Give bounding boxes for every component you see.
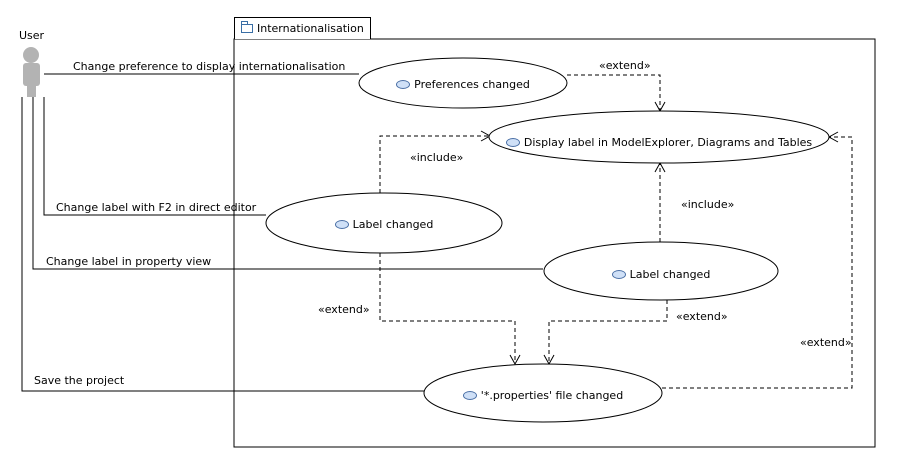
label-change-label-property: Change label in property view — [46, 255, 212, 268]
label-change-label-f2: Change label with F2 in direct editor — [56, 201, 257, 214]
stereotype-include-label2: «include» — [681, 198, 735, 211]
usecase-label-changed-2[interactable] — [543, 241, 779, 301]
extend-pref-arrow[interactable] — [567, 74, 666, 113]
stereotype-extend-properties: «extend» — [800, 336, 852, 349]
package-tab[interactable]: Internationalisation — [234, 17, 371, 39]
stereotype-extend-label2: «extend» — [676, 310, 728, 323]
usecase-label-changed-2-label: Label changed — [544, 264, 778, 284]
label-change-preference: Change preference to display internation… — [73, 60, 346, 73]
folder-icon — [241, 21, 253, 33]
usecase-icon — [611, 269, 626, 279]
extend-label2-arrow[interactable] — [543, 300, 668, 366]
usecase-properties-changed-label: '*.properties' file changed — [424, 385, 662, 405]
usecase-properties-changed[interactable] — [423, 363, 663, 423]
stereotype-extend-label1: «extend» — [318, 303, 370, 316]
extend-label1-arrow[interactable] — [379, 253, 521, 366]
actor-icon[interactable] — [23, 47, 40, 97]
include-label1-arrow[interactable] — [379, 130, 492, 193]
usecase-preferences-changed-label: Preferences changed — [359, 74, 567, 94]
actor-name: User — [19, 29, 45, 42]
association-change-label-f2[interactable] — [43, 97, 266, 216]
usecase-label-changed-1[interactable] — [265, 192, 503, 254]
usecase-icon — [462, 390, 477, 400]
usecase-icon — [396, 79, 411, 89]
stereotype-include-label1: «include» — [410, 151, 464, 164]
usecase-display-label[interactable] — [488, 110, 830, 164]
label-save-project: Save the project — [34, 374, 125, 387]
package-frame — [233, 38, 876, 448]
package-name: Internationalisation — [257, 22, 364, 35]
association-change-label-property[interactable] — [32, 97, 543, 270]
stereotype-extend-pref: «extend» — [599, 59, 651, 72]
usecase-icon — [334, 219, 349, 229]
usecase-display-label-label: Display label in ModelExplorer, Diagrams… — [489, 132, 829, 152]
usecase-preferences-changed[interactable] — [358, 57, 568, 109]
usecase-icon — [505, 137, 520, 147]
usecase-label-changed-1-label: Label changed — [266, 214, 502, 234]
extend-properties-arrow[interactable] — [662, 131, 853, 389]
association-save-project[interactable] — [21, 97, 424, 392]
